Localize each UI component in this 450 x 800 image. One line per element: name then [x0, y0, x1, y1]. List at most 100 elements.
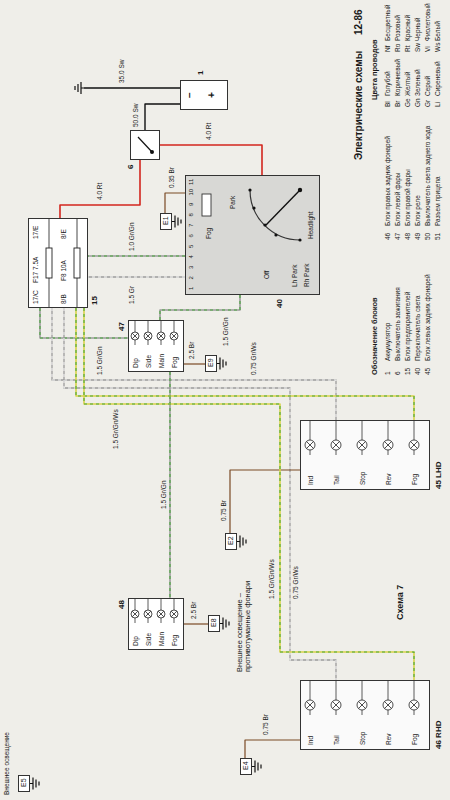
- box-fill: [18, 775, 30, 792]
- lamp-lead: [174, 598, 175, 610]
- lamp-lead: [414, 710, 415, 715]
- box-fill: [28, 218, 88, 308]
- wire-label: 1.5 Gr: [128, 285, 135, 305]
- terminal-label: Fog: [205, 228, 212, 239]
- switch-arc: [250, 190, 300, 240]
- lamp-lead: [414, 420, 415, 440]
- lamp-symbol: [357, 700, 367, 710]
- fog-switch: [202, 194, 211, 216]
- text-label: Электрические схемы: [353, 51, 364, 160]
- lamp-filament: [385, 702, 392, 709]
- text-label: Зеленый: [414, 69, 421, 96]
- text-label: Аккумулятор: [384, 323, 391, 361]
- text-label: Цвета проводов: [371, 39, 379, 100]
- wire: [64, 308, 336, 680]
- rear-lamp-block: 46 RHDIndTailStopRevFog: [300, 680, 430, 750]
- wire-label: 1.5 Gr/Gn: [160, 479, 167, 510]
- lamp-filament: [411, 702, 418, 709]
- component-number: 45 LHD: [435, 461, 444, 489]
- wire-line: [64, 308, 336, 680]
- lamp-symbol: [144, 332, 152, 340]
- lamp-filament: [158, 333, 164, 339]
- terminal-label: Main: [158, 632, 165, 646]
- ground-tag: E4: [240, 758, 252, 775]
- lamp-filament: [158, 611, 164, 617]
- terminal-label: Fog: [171, 357, 178, 368]
- lamp-lead: [336, 450, 337, 455]
- wire-label: 2.5 Br: [188, 341, 195, 360]
- terminal-label: 8/E: [60, 229, 67, 239]
- rear-lamp-block: 45 LHDIndTailStopRevFog: [300, 420, 430, 490]
- terminal-label: 8/B: [60, 294, 67, 304]
- terminal-label: Ind: [307, 736, 314, 745]
- pin-number: 2: [188, 276, 195, 279]
- terminal-label: Park: [229, 196, 236, 209]
- lamp-lead: [135, 340, 136, 345]
- lamp-filament: [307, 702, 314, 709]
- lamp-lead: [148, 598, 149, 610]
- text-label: Li: [434, 102, 441, 107]
- component-number: 48: [118, 600, 127, 609]
- text-label: Желтый: [404, 72, 411, 96]
- text-label: 12-86: [353, 9, 364, 35]
- wire-label: 0.35 Br: [168, 166, 175, 189]
- wire-line: [160, 145, 262, 175]
- wire-line: [88, 276, 185, 278]
- lamp-lead: [362, 450, 363, 455]
- lamp-symbol: [170, 332, 178, 340]
- terminal-label: Headlight: [307, 212, 314, 239]
- wire-line: [169, 372, 171, 598]
- terminal-label: 17/C: [32, 290, 39, 304]
- wire: [184, 364, 205, 365]
- wire: [88, 277, 185, 278]
- wire: [84, 308, 414, 680]
- pin-number: 3: [188, 266, 195, 269]
- lamp-symbol: [157, 610, 165, 618]
- lamp-lead: [135, 598, 136, 610]
- ground-tag: E5: [18, 775, 30, 792]
- wire-label: 1.5 Gr/Gn/Ws: [112, 408, 119, 450]
- lamp-symbol: [357, 440, 367, 450]
- terminal-label: +: [206, 92, 217, 98]
- wire-stripe: [64, 308, 336, 680]
- pin-number: 4: [188, 255, 195, 258]
- text-label: 47: [394, 233, 401, 240]
- lamp-symbol: [170, 610, 178, 618]
- fuse-box: 1517/CF17 7.5A17/E8/BF8 10A8/E: [28, 218, 88, 308]
- lamp-filament: [307, 442, 314, 449]
- terminal-label: Off: [263, 270, 270, 279]
- text-label: Блок предохранителей: [404, 292, 411, 361]
- component-number: 46 RHD: [435, 721, 444, 749]
- lamp-symbol: [383, 700, 393, 710]
- ground-symbol: [217, 358, 226, 370]
- wire-label: 4.0 Rt: [96, 182, 103, 201]
- text-label: 50: [424, 233, 431, 240]
- text-label: 1: [384, 371, 391, 375]
- wire: [165, 193, 185, 213]
- text-label: 15: [404, 368, 411, 375]
- wire-label: 1.5 Gr/Gn: [96, 345, 103, 376]
- switch-contact: [274, 233, 277, 236]
- text-label: Nf: [384, 46, 391, 53]
- box-fill: [180, 80, 228, 110]
- fuse-symbol: [74, 248, 80, 278]
- lamp-filament: [385, 442, 392, 449]
- lamp-symbol: [131, 332, 139, 340]
- terminal-label: Ind: [307, 476, 314, 485]
- pin-number: 9: [188, 203, 195, 206]
- wire: [60, 160, 140, 218]
- ground-tag: E8: [208, 615, 220, 632]
- component-number: E4: [242, 761, 250, 770]
- lamp-lead: [135, 320, 136, 332]
- lamp-lead: [388, 450, 389, 455]
- switch-lever: [138, 137, 152, 152]
- text-label: Выключатель зажигания: [394, 287, 401, 361]
- pin-number: 8: [188, 213, 195, 216]
- terminal-label: Tail: [333, 475, 340, 485]
- terminal-label: Main: [158, 354, 165, 368]
- wire-line: [230, 470, 300, 533]
- text-label: 48: [404, 233, 411, 240]
- lamp-filament: [171, 333, 177, 339]
- terminal-label: Fog: [171, 635, 178, 646]
- lamp-lead: [174, 340, 175, 345]
